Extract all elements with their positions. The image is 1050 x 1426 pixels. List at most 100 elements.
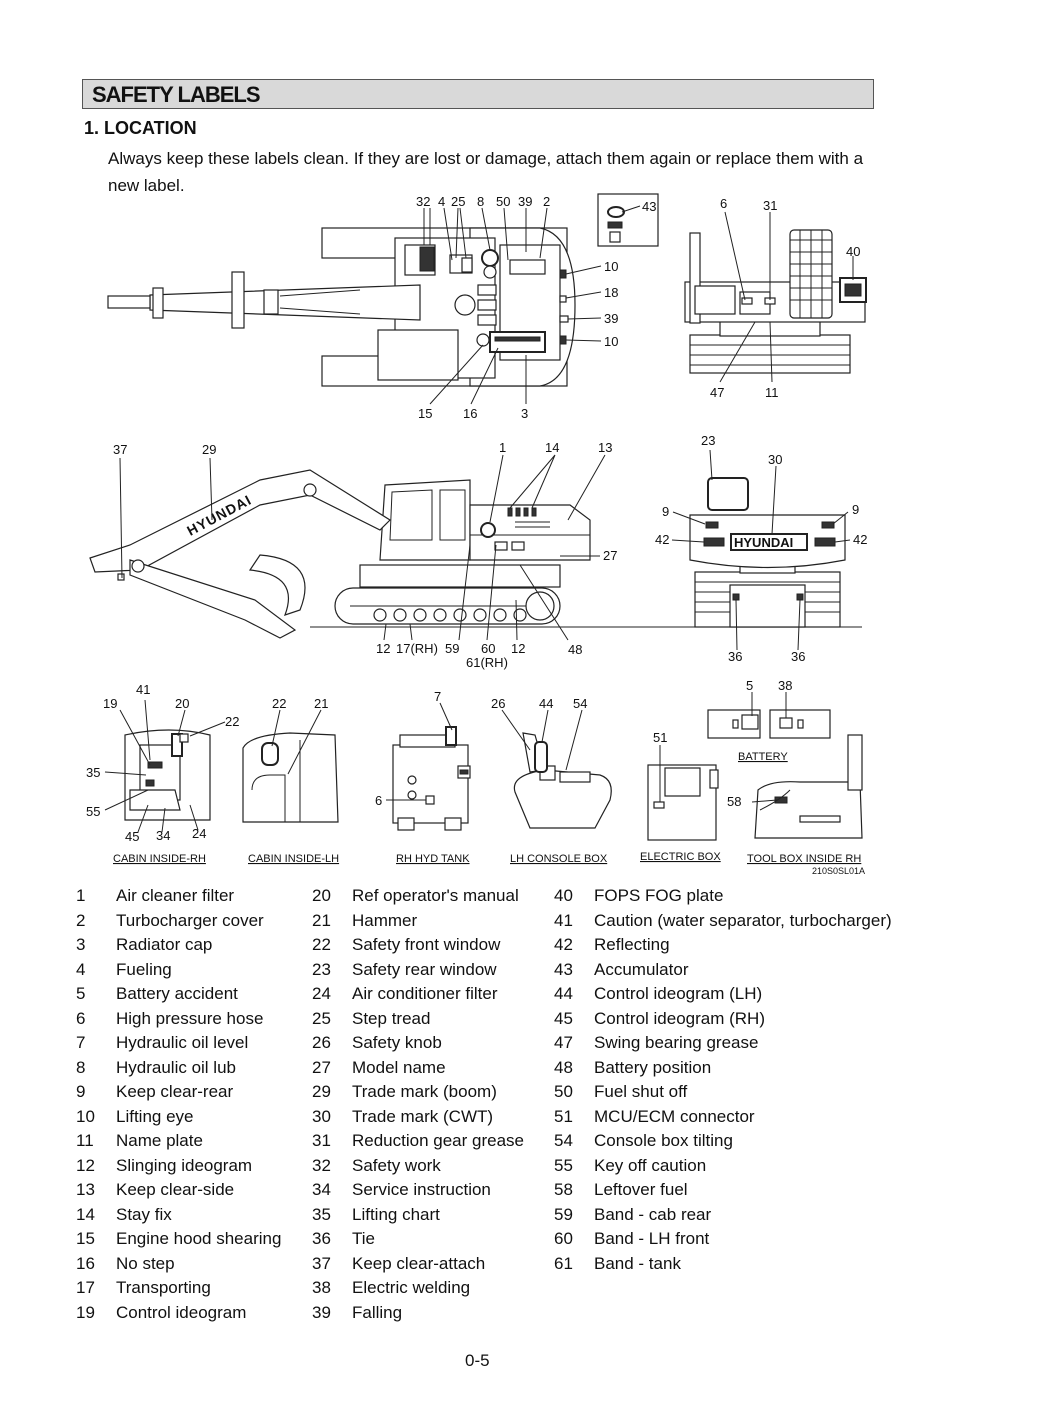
legend-number: 11 (76, 1131, 94, 1150)
legend-label: Hydraulic oil level (116, 1033, 249, 1052)
callout: 19 (103, 696, 117, 711)
callout: 39 (604, 311, 618, 326)
legend-number: 2 (76, 910, 86, 930)
legend-label: Caution (water separator, turbocharger) (594, 910, 892, 930)
callout: 3 (521, 406, 528, 421)
legend-item: 47 Swing bearing grease (554, 1031, 892, 1056)
legend-label: Slinging ideogram (116, 1155, 253, 1175)
legend-label: Console box tilting (594, 1131, 733, 1150)
callout: 48 (568, 642, 582, 657)
legend-label: Fuel shut off (594, 1082, 688, 1101)
callout: 14 (545, 440, 559, 455)
callout: 41 (136, 682, 150, 697)
callout: 50 (496, 194, 510, 209)
legend-label: Hammer (352, 910, 418, 930)
callout: 8 (477, 194, 484, 209)
caption-tank: RH HYD TANK (396, 853, 470, 865)
electric-box-drawing (647, 745, 719, 841)
legend-label: Turbocharger cover (116, 910, 264, 930)
legend-label: FOPS FOG plate (594, 886, 724, 905)
legend-number: 38 (312, 1278, 331, 1297)
legend-number: 29 (312, 1082, 331, 1101)
toolbox-drawing (751, 734, 863, 839)
console-drawing (501, 709, 612, 829)
callout: 54 (573, 696, 587, 711)
legend-item: 19 Control ideogram (76, 1301, 281, 1326)
legend-label: Band - tank (594, 1253, 681, 1273)
callout: 6 (375, 793, 382, 808)
legend-number: 42 (554, 935, 573, 954)
callout: 60 (481, 641, 495, 656)
legend-label: Falling (352, 1302, 403, 1322)
callout: 1 (499, 440, 506, 455)
legend-number: 13 (76, 1180, 95, 1199)
legend-number: 47 (554, 1033, 573, 1052)
callout: 6 (720, 196, 727, 211)
legend-number: 17 (76, 1278, 95, 1297)
callout: 12 (376, 641, 390, 656)
legend-number: 48 (554, 1057, 573, 1077)
callout: 38 (778, 678, 792, 693)
callout: 34 (156, 828, 170, 843)
callout: 26 (491, 696, 505, 711)
legend-label: Safety knob (352, 1033, 442, 1052)
callout: 15 (418, 406, 432, 421)
legend-item: 51 MCU/ECM connector (554, 1105, 892, 1130)
callout: 59 (445, 641, 459, 656)
callout: 16 (463, 406, 477, 421)
safety-label-diagram: HYUNDAI HYUNDAI (86, 193, 867, 876)
callout: 61(RH) (466, 655, 508, 670)
callout: 7 (434, 689, 441, 704)
cwt-hyundai-logo: HYUNDAI (734, 535, 793, 550)
legend-label: Swing bearing grease (594, 1033, 759, 1052)
callout: 32 (416, 194, 430, 209)
legend-label: No step (116, 1253, 175, 1273)
legend-number: 50 (554, 1082, 573, 1101)
legend-number: 31 (312, 1131, 331, 1150)
legend-label: Air cleaner filter (116, 886, 235, 905)
section-header: SAFETY LABELS (82, 79, 874, 109)
caption-elec: ELECTRIC BOX (640, 851, 721, 863)
legend-number: 9 (76, 1082, 86, 1101)
callout: 9 (852, 502, 859, 517)
legend-number: 3 (76, 935, 86, 954)
legend-label: Lifting eye (116, 1106, 194, 1126)
callout: 10 (604, 259, 618, 274)
callout: 29 (202, 442, 216, 457)
legend-label: MCU/ECM connector (594, 1106, 755, 1126)
callout: 27 (603, 548, 617, 563)
legend-label: Ref operator's manual (352, 886, 519, 905)
legend-label: Control ideogram (116, 1302, 247, 1322)
legend-label: Reflecting (594, 935, 670, 954)
legend-item: 50 Fuel shut off (554, 1080, 892, 1105)
legend-number: 19 (76, 1302, 95, 1322)
legend-number: 25 (312, 1008, 331, 1028)
callout: 12 (511, 641, 525, 656)
legend-label: Battery position (594, 1057, 712, 1077)
view-captions: CABIN INSIDE-RH CABIN INSIDE-LH RH HYD T… (113, 751, 865, 876)
legend-number: 51 (554, 1106, 573, 1126)
legend-number: 35 (312, 1204, 331, 1224)
legend-number: 21 (312, 910, 331, 930)
legend-label: Keep clear-rear (116, 1082, 234, 1101)
legend-number: 20 (312, 886, 331, 905)
legend-number: 30 (312, 1106, 331, 1126)
